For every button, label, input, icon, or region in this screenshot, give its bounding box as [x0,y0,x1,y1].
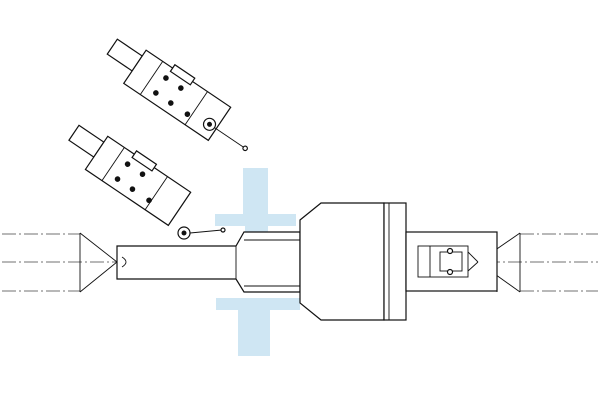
arbor-shaft-icon [116,231,301,293]
adapter-sleeve-icon [405,231,498,292]
dial-indicator-lower-probe [177,226,226,240]
lower-highlight-zone [216,298,300,356]
tailstock-center-left-icon [79,232,118,293]
highlight-zones [215,168,300,356]
flange-collar-icon [299,202,407,321]
upper-highlight-zone [215,168,296,240]
dial-indicator-lower-icon [68,124,192,227]
dial-indicator-upper-icon [106,38,248,152]
